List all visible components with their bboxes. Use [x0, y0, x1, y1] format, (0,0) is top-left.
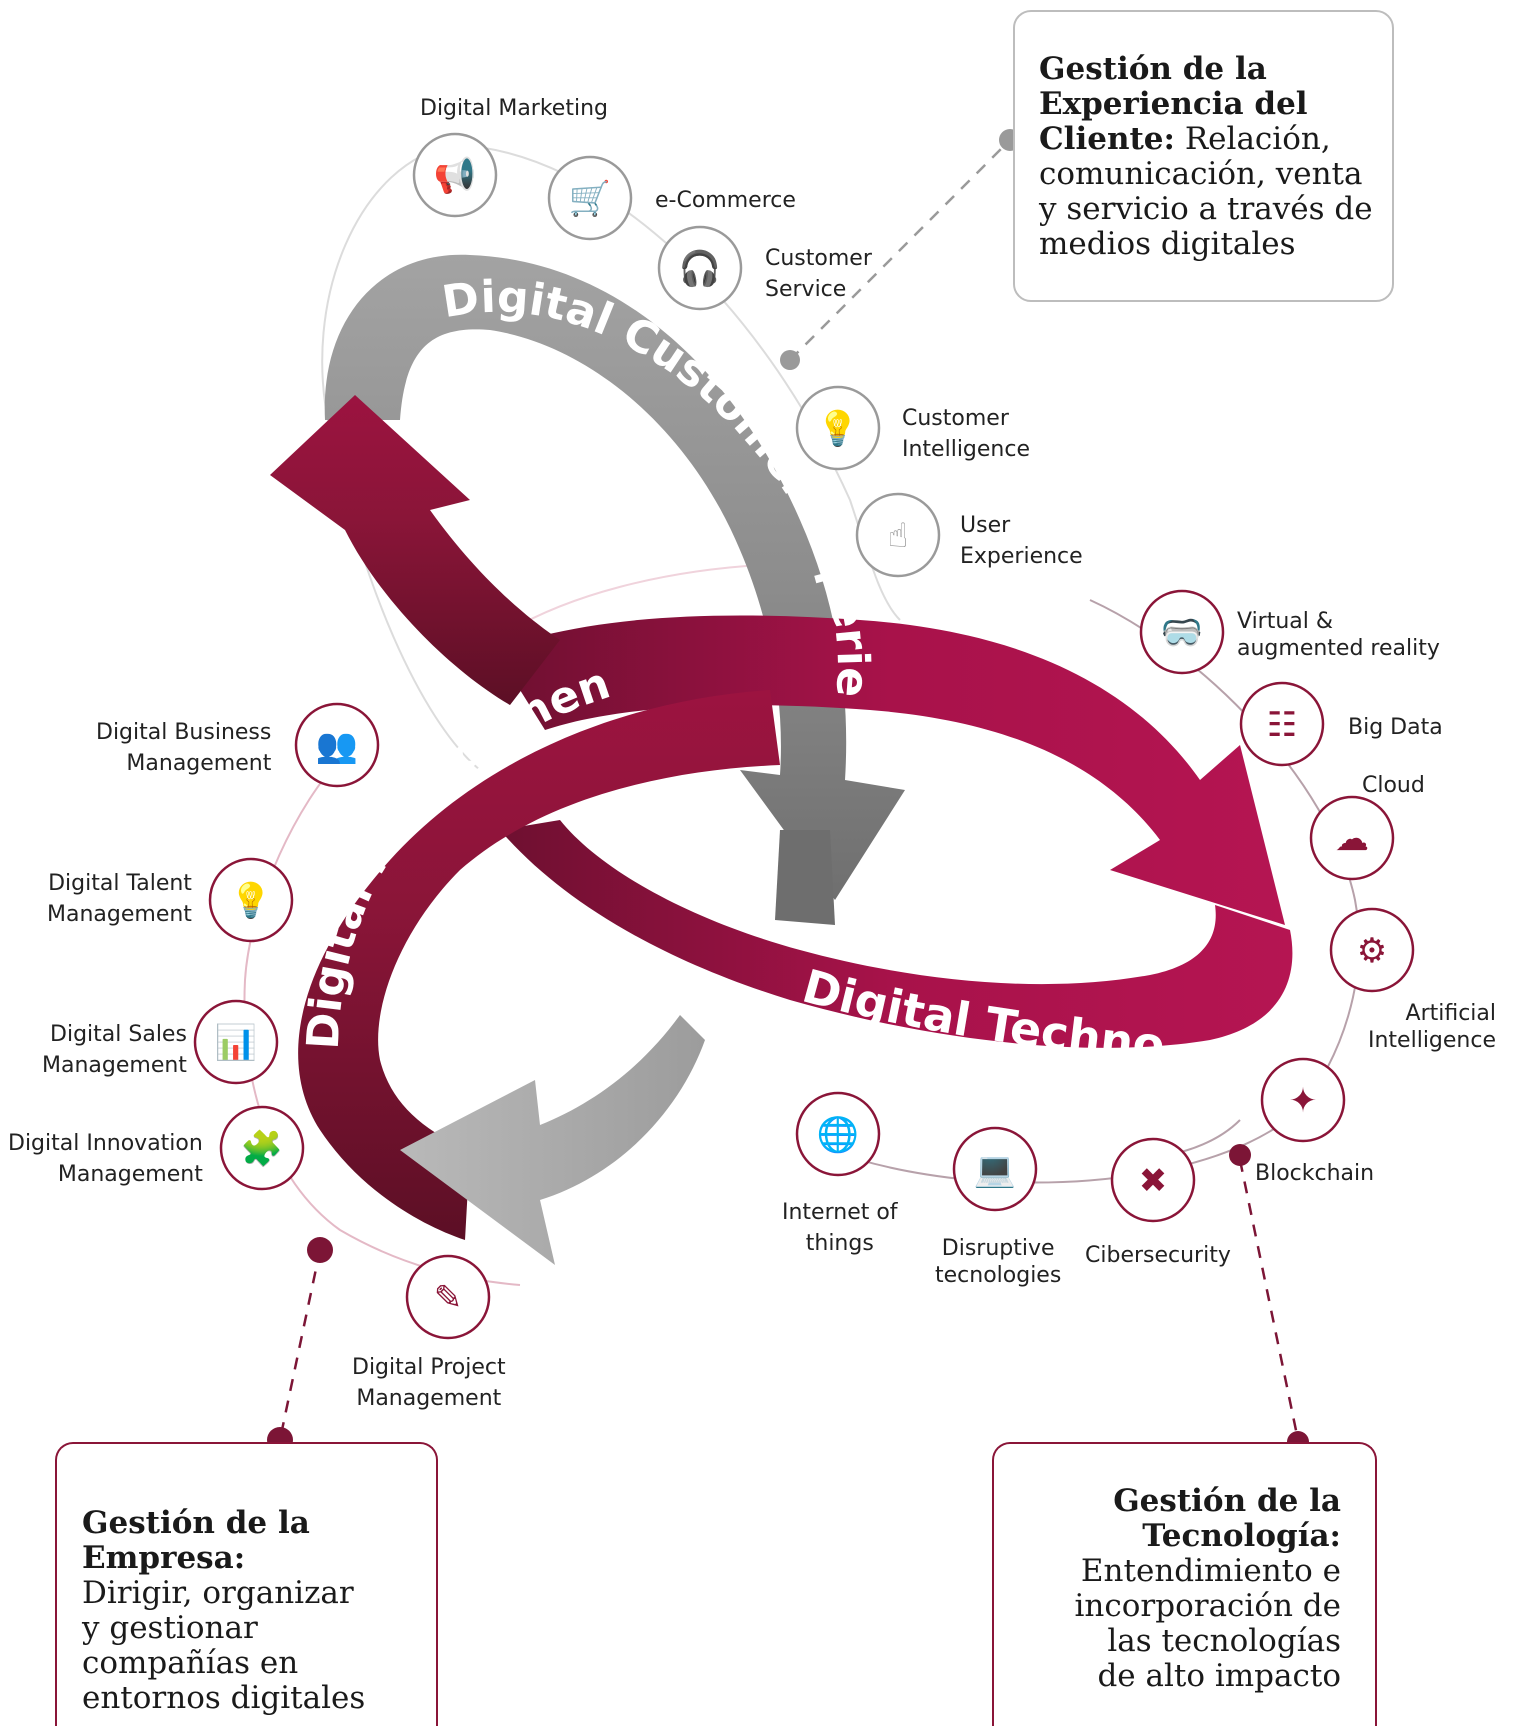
edit-icon: ✎	[405, 1254, 491, 1340]
puzzle-head-icon: 🧩	[219, 1105, 305, 1191]
customer-experience-arrow	[324, 254, 906, 925]
svg-text:💡: 💡	[230, 881, 272, 921]
chip-icon: ⚙	[1329, 907, 1415, 993]
customer-experience-box: Gestión de la Experiencia del Cliente: R…	[1013, 10, 1394, 302]
svg-text:✎: ✎	[434, 1278, 463, 1318]
business-management-box: Gestión de la Empresa: Dirigir, organiza…	[55, 1442, 438, 1726]
label-big-data: Big Data	[1348, 715, 1443, 740]
label-digital-marketing: Digital Marketing	[420, 96, 608, 121]
svg-text:🌐: 🌐	[817, 1115, 859, 1155]
cart-icon: 🛒	[547, 155, 633, 241]
svg-text:📊: 📊	[215, 1023, 257, 1063]
label-blockchain: Blockchain	[1255, 1161, 1375, 1186]
headset-icon: 🎧	[657, 225, 743, 311]
cloud-icon: ☁	[1309, 795, 1395, 881]
svg-text:👥: 👥	[316, 726, 358, 766]
svg-text:⚙: ⚙	[1357, 931, 1387, 971]
svg-text:✖: ✖	[1139, 1161, 1168, 1201]
label-virtual-reality: Virtual &augmented reality	[1237, 609, 1440, 661]
label-cloud: Cloud	[1362, 773, 1425, 798]
vr-headset-icon: 🥽	[1139, 589, 1225, 675]
svg-text:🛒: 🛒	[569, 179, 611, 219]
head-bulb-icon: 💡	[795, 385, 881, 471]
svg-text:✦: ✦	[1289, 1081, 1318, 1121]
bulb-person-icon: 💡	[208, 857, 294, 943]
svg-text:💡: 💡	[817, 409, 859, 449]
touch-hand-icon: ☝	[855, 492, 941, 578]
svg-text:🎧: 🎧	[679, 249, 721, 289]
shield-x-icon: ✖	[1110, 1137, 1196, 1223]
hierarchy-icon: ☷	[1239, 681, 1325, 767]
svg-text:📢: 📢	[434, 156, 476, 196]
label-ecommerce: e-Commerce	[655, 188, 796, 213]
laptop-icon: 💻	[952, 1126, 1038, 1212]
svg-text:☝: ☝	[888, 516, 909, 556]
megaphone-icon: 📢	[412, 132, 498, 218]
svg-text:🧩: 🧩	[241, 1129, 283, 1169]
management-arrow	[270, 395, 780, 1240]
label-cibersecurity: Cibersecurity	[1085, 1243, 1231, 1268]
svg-text:☁: ☁	[1335, 819, 1369, 859]
svg-text:💻: 💻	[974, 1150, 1016, 1190]
technology-management-box: Gestión de la Tecnología: Entendimiento …	[992, 1442, 1377, 1726]
network-icon: ✦	[1260, 1057, 1346, 1143]
svg-text:☷: ☷	[1267, 705, 1297, 745]
bar-chart-icon: 📊	[193, 999, 279, 1085]
globe-cursor-icon: 🌐	[795, 1091, 881, 1177]
svg-text:🥽: 🥽	[1161, 613, 1203, 653]
people-icon: 👥	[294, 702, 380, 788]
technology-arrow	[495, 615, 1293, 1048]
return-arrow	[400, 1015, 705, 1265]
icon-circles: 📢 🛒 🎧 💡 ☝ 🥽 ☷ ☁ ⚙ ✦ ✖ 💻 🌐 👥 💡 📊 🧩 ✎	[193, 132, 1415, 1340]
connectors	[280, 139, 1300, 1441]
